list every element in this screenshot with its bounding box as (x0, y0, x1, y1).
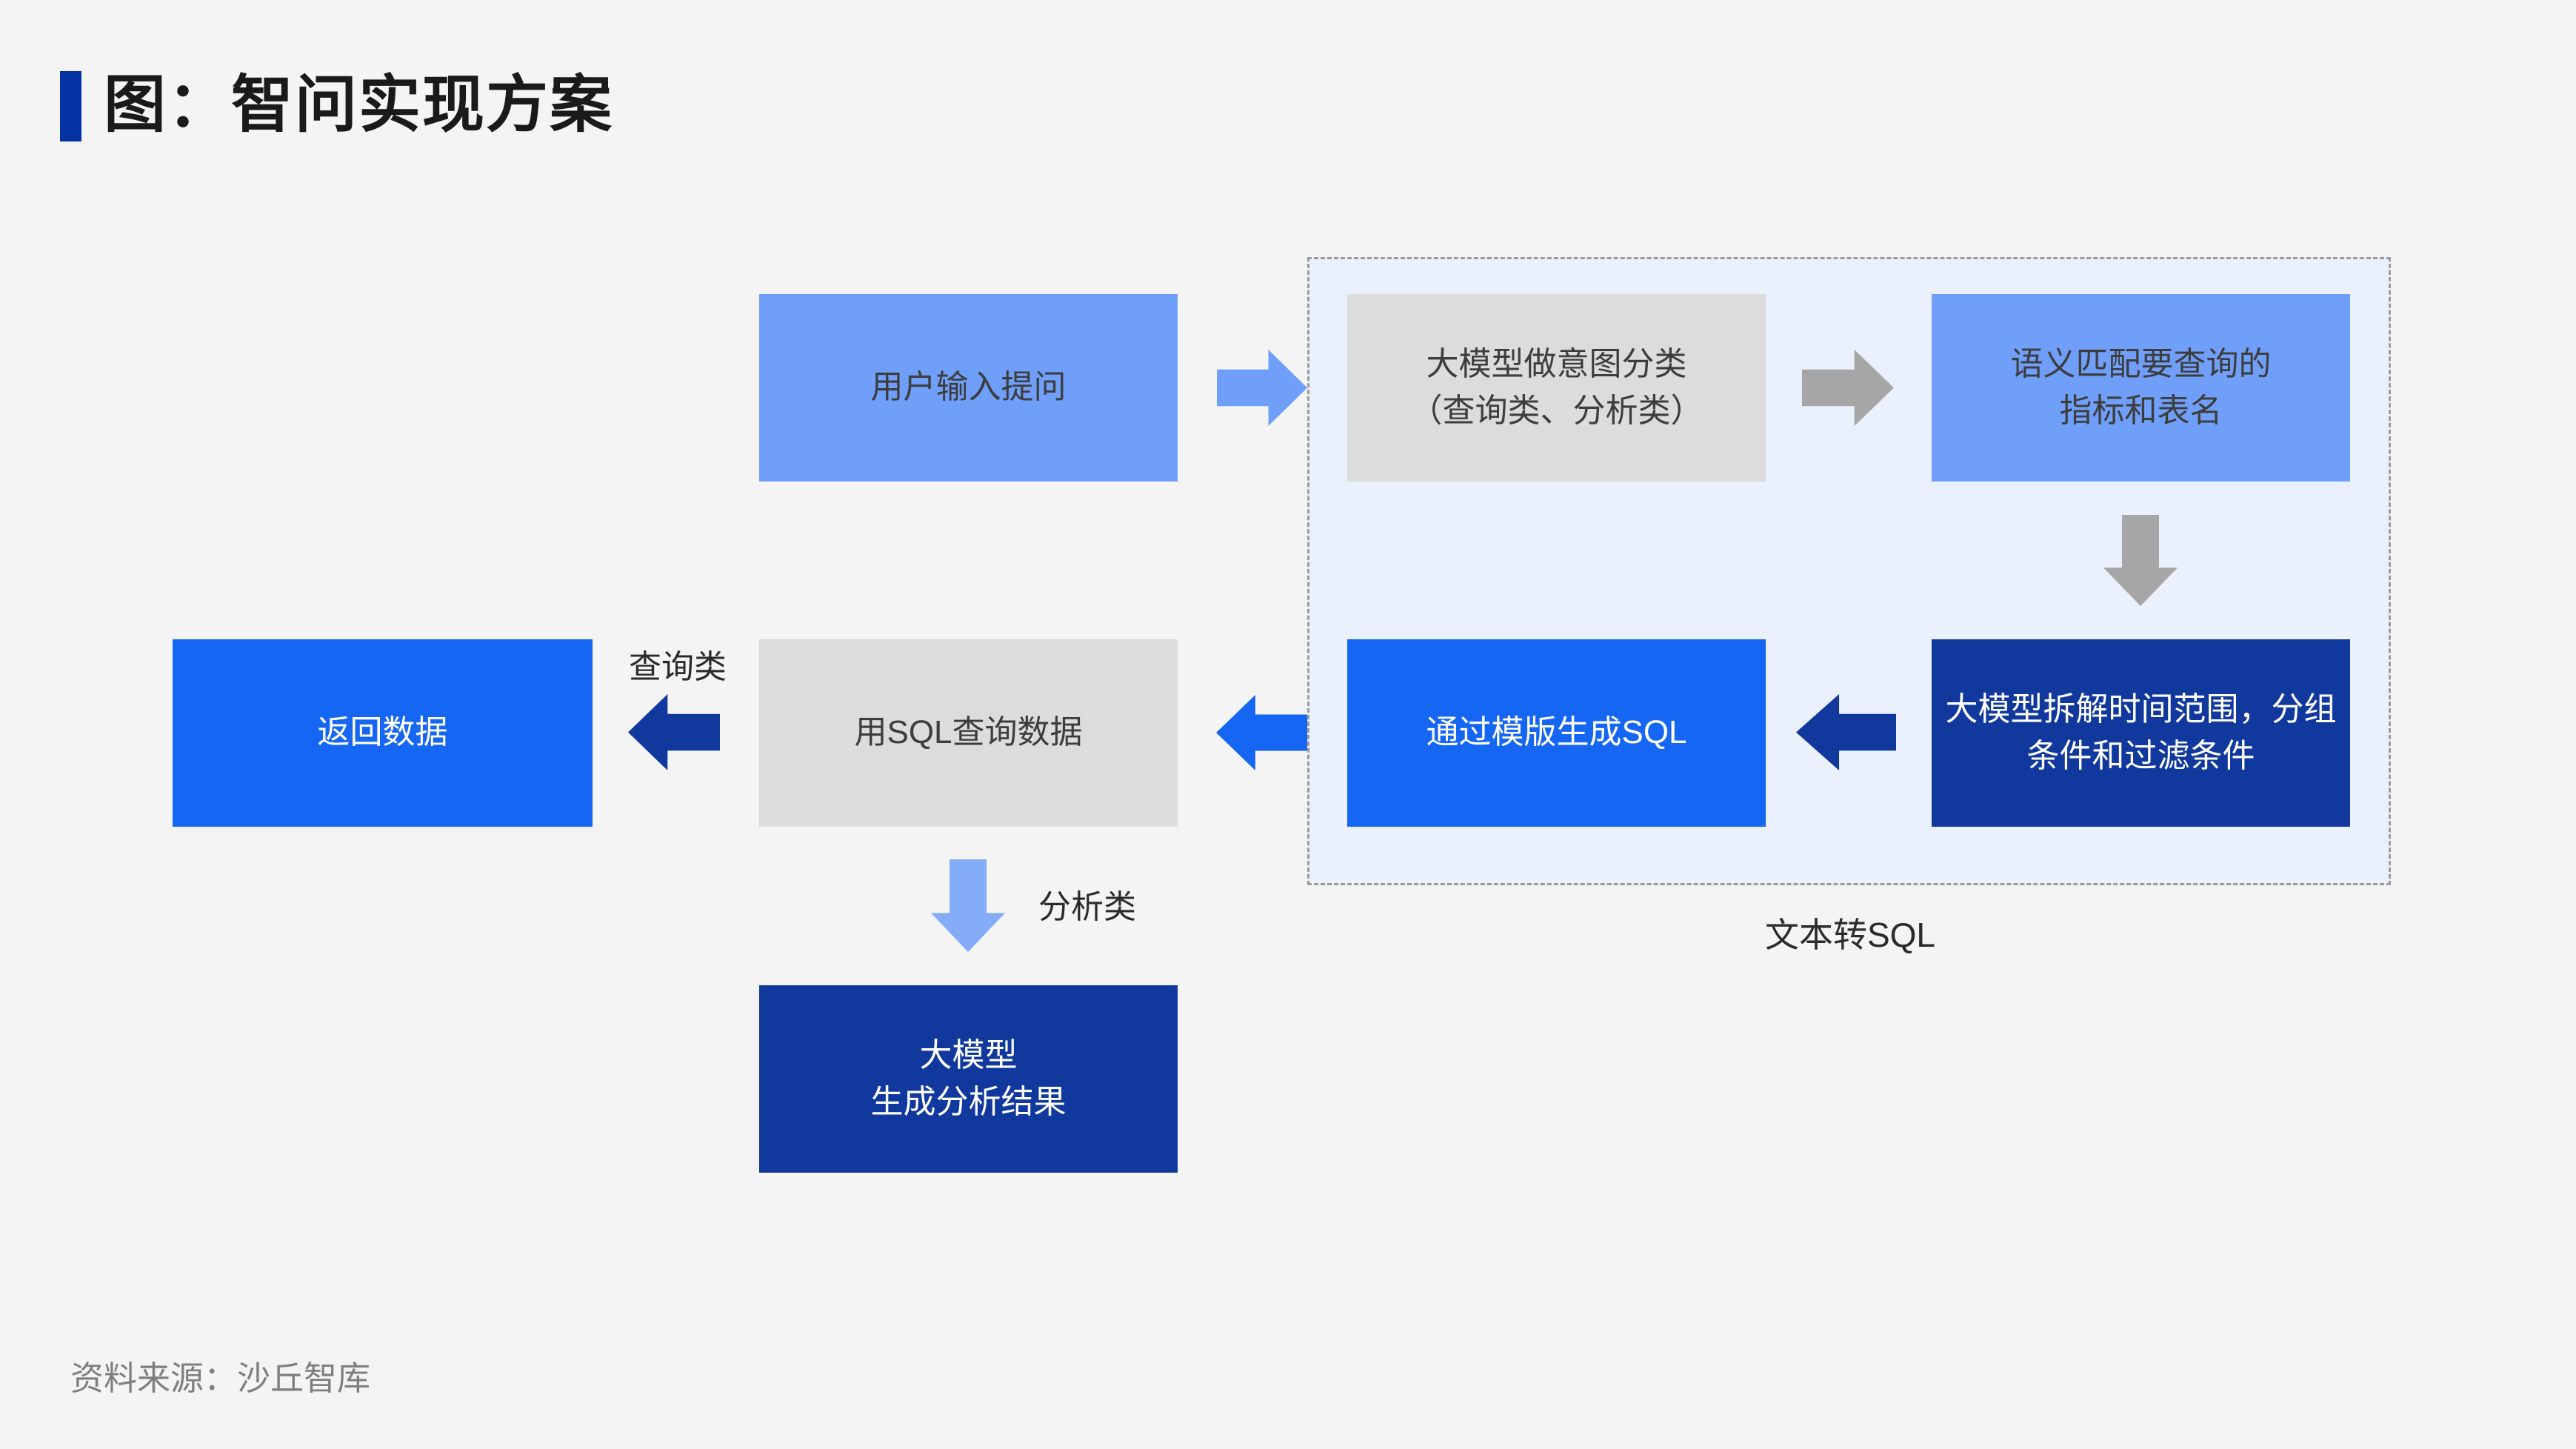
flow-box-return-data: 返回数据 (173, 639, 593, 827)
flow-box-user-input: 用户输入提问 (759, 294, 1178, 482)
title-accent-bar (60, 71, 81, 141)
flow-box-analysis-result: 大模型 生成分析结果 (759, 985, 1178, 1173)
flow-box-semantic-match: 语义匹配要查询的 指标和表名 (1932, 294, 2350, 482)
edge-label-analysis-type: 分析类 (1038, 889, 1136, 925)
page-title: 图：智问实现方案 (104, 70, 614, 139)
flow-box-decompose: 大模型拆解时间范围，分组 条件和过滤条件 (1932, 639, 2350, 827)
arrow-template-sql-to-sql-query-icon (1216, 695, 1307, 770)
edge-label-query-type: 查询类 (629, 649, 727, 685)
flow-box-sql-query: 用SQL查询数据 (759, 639, 1178, 827)
arrow-sql-query-to-return-data-icon (628, 694, 720, 770)
arrow-user-input-to-intent-icon (1217, 350, 1307, 426)
text-to-sql-caption: 文本转SQL (1764, 916, 1936, 954)
arrow-sql-query-to-analysis-icon (931, 859, 1005, 952)
source-note: 资料来源：沙丘智库 (70, 1359, 371, 1397)
flow-box-template-sql: 通过模版生成SQL (1347, 639, 1766, 827)
flow-box-intent-classify: 大模型做意图分类 （查询类、分析类） (1347, 294, 1766, 482)
